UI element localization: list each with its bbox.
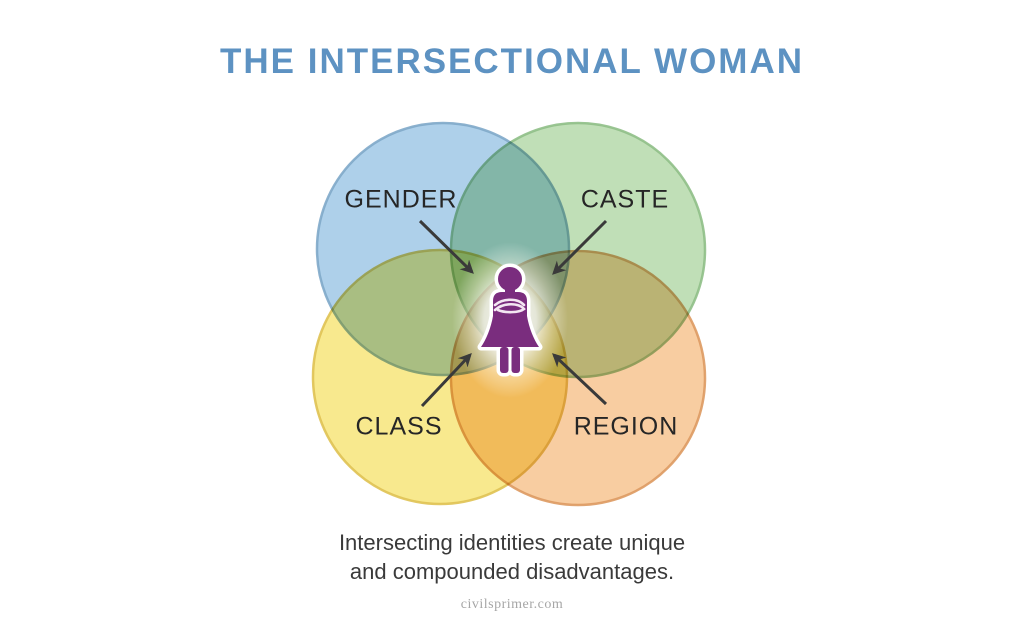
caption: Intersecting identities create unique an… xyxy=(339,528,685,586)
woman-skirt xyxy=(481,316,539,347)
gender-label: GENDER xyxy=(344,185,458,214)
woman-torso xyxy=(493,292,527,322)
woman-leg-right xyxy=(511,347,520,373)
class-arrow xyxy=(420,353,472,408)
page-title: THE INTERSECTIONAL WOMAN xyxy=(219,42,805,81)
woman-leg-left xyxy=(500,347,509,373)
region-arrow xyxy=(552,353,608,406)
woman-icon xyxy=(481,267,539,373)
caption-line-2: and compounded disadvantages. xyxy=(349,559,675,584)
caption-line-1: Intersecting identities create unique xyxy=(338,530,686,555)
caste-label: CASTE xyxy=(580,185,670,214)
gender-arrow xyxy=(418,219,474,274)
caste-arrow xyxy=(552,219,608,275)
arrows xyxy=(418,219,608,408)
class-label: CLASS xyxy=(355,412,443,441)
region-label: REGION xyxy=(573,412,679,441)
woman-crossed-arms xyxy=(493,298,526,314)
watermark: civilsprimer.com xyxy=(460,597,564,612)
woman-head xyxy=(498,267,522,291)
